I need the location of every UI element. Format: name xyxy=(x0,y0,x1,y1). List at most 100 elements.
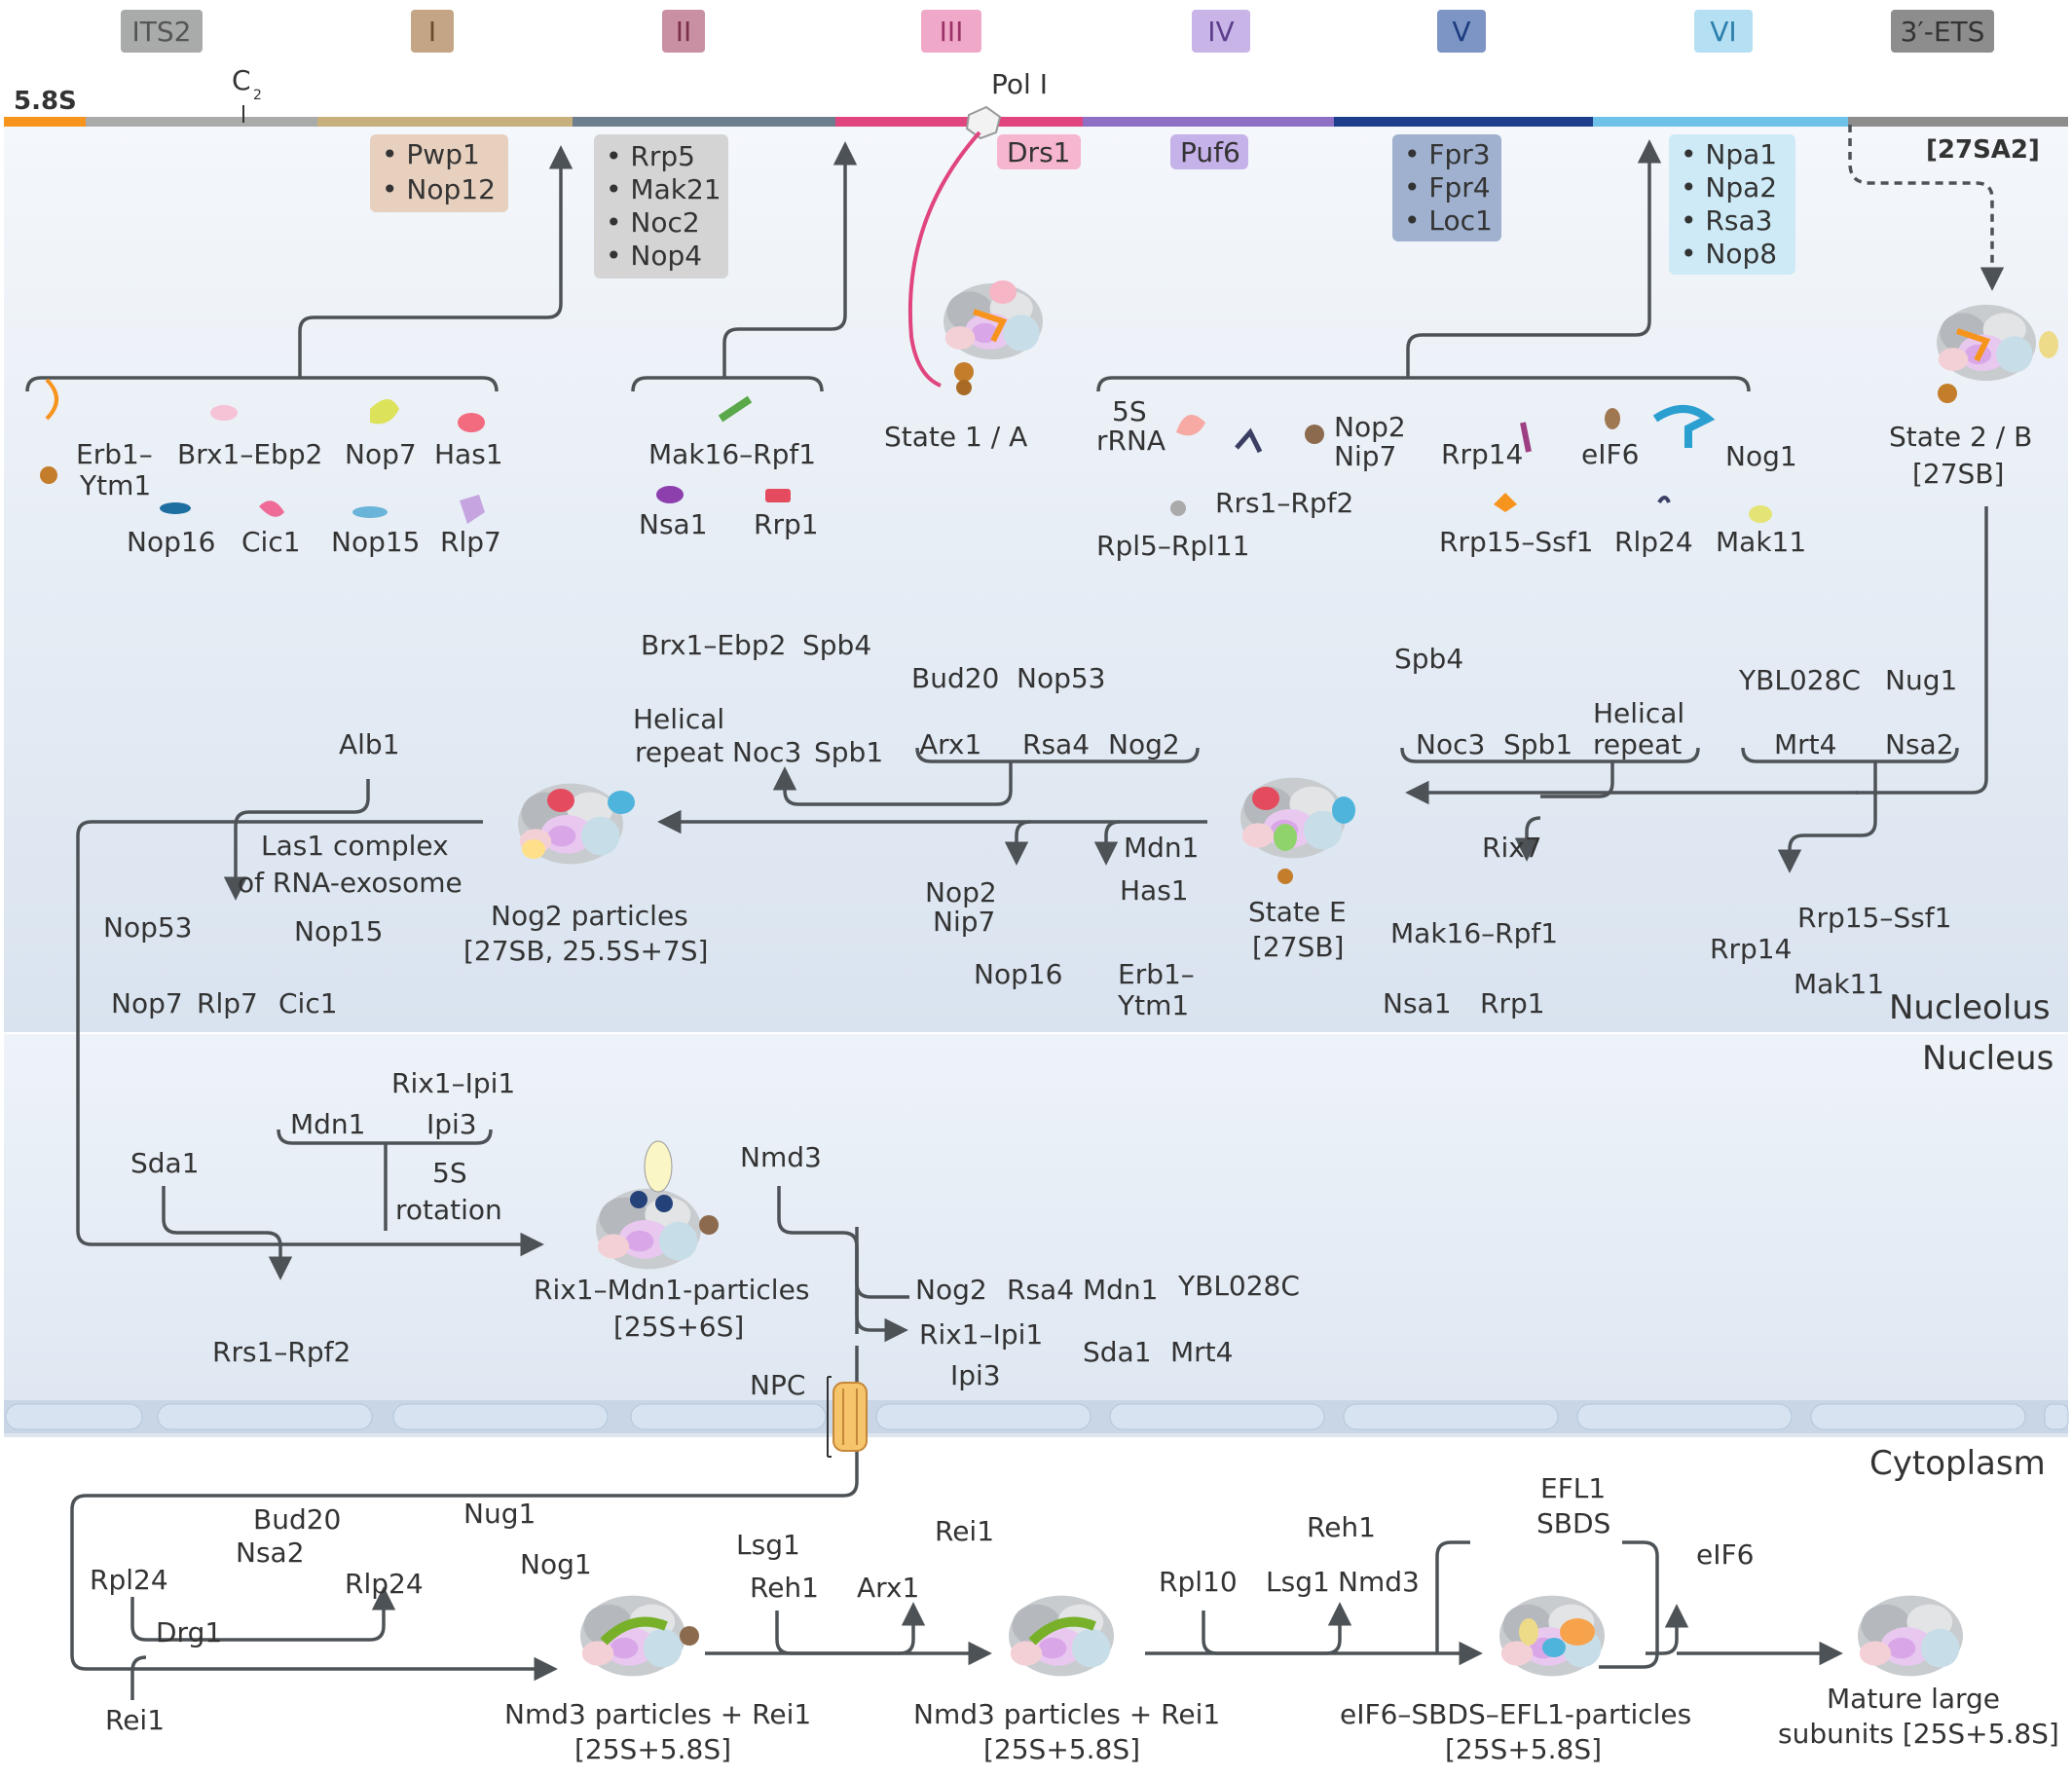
nug1c-label: Nug1 xyxy=(463,1498,536,1530)
protein-glyphs xyxy=(40,378,1772,524)
helical2-label-a: Helical xyxy=(1593,697,1684,729)
nog2p-label-a: Nog2 particles xyxy=(491,900,688,932)
state2-particle xyxy=(1937,304,2058,403)
rrna-segment xyxy=(1593,117,1848,127)
rrp15-glyph xyxy=(1494,493,1517,512)
nsa1b-label: Nsa1 xyxy=(1383,987,1452,1019)
statee-label-a: State E xyxy=(1248,896,1347,928)
mature-label-b: subunits [25S+5.8S] xyxy=(1778,1718,2059,1750)
domain-tag-label: IV xyxy=(1207,16,1234,48)
rsa4-label: Rsa4 xyxy=(1022,728,1090,760)
spb4-label: Spb4 xyxy=(802,629,871,661)
rrp14-label: Rrp14 xyxy=(1441,438,1523,470)
cytoplasm-label: Cytoplasm xyxy=(1869,1444,2046,1483)
nog1c-label: Nog1 xyxy=(520,1548,592,1580)
domain-tag-d3: III xyxy=(921,10,981,53)
pol1-label: Pol I xyxy=(991,68,1048,100)
svg-text:Drs1: Drs1 xyxy=(1007,136,1070,168)
npc-label: NPC xyxy=(750,1369,805,1401)
reh1b-label: Reh1 xyxy=(1307,1511,1376,1543)
eifp-label-a: eIF6–SBDS–EFL1-particles xyxy=(1340,1698,1691,1730)
mak11-label: Mak11 xyxy=(1716,526,1806,558)
nop16-glyph xyxy=(160,502,191,514)
las1-label-a: Las1 complex xyxy=(261,830,449,862)
nsa2c-label: Nsa2 xyxy=(236,1537,305,1569)
nip7b-label: Nip7 xyxy=(933,906,995,938)
nop15-glyph xyxy=(352,506,388,518)
nmd3-particle-2 xyxy=(1009,1595,1114,1677)
rrp14-glyph xyxy=(1520,422,1532,453)
rpl5-label: Rpl5–Rpl11 xyxy=(1096,530,1249,562)
ipi3-label: Ipi3 xyxy=(426,1108,477,1140)
mak11-glyph xyxy=(1749,505,1772,523)
mak16-glyph xyxy=(718,395,753,423)
rlp7-glyph xyxy=(460,495,485,524)
mrt4c-label: Mrt4 xyxy=(1170,1336,1233,1368)
noc3-label: Noc3 xyxy=(732,736,801,768)
nucleolus-region xyxy=(4,125,2068,1032)
eifp-label-b: [25S+5.8S] xyxy=(1445,1733,1602,1765)
rei1b-label: Rei1 xyxy=(935,1515,994,1547)
state1-label: State 1 / A xyxy=(884,421,1027,453)
rrs1b-label: Rrs1–Rpf2 xyxy=(212,1336,351,1368)
rrp1b-label: Rrp1 xyxy=(1480,987,1545,1019)
domain-tag-label: III xyxy=(940,16,964,48)
pathway-arrows xyxy=(25,125,2005,1700)
yblc-label: YBL028C xyxy=(1177,1270,1300,1302)
nsa1-label: Nsa1 xyxy=(639,508,708,540)
svg-text:• Npa2: • Npa2 xyxy=(1681,171,1777,204)
nucleolus-label: Nucleolus xyxy=(1889,988,2051,1027)
domain-tag-its2: ITS2 xyxy=(121,10,203,53)
fpr3-box: • Fpr3 • Fpr4 • Loc1 xyxy=(1392,134,1501,241)
state2-label-a: State 2 / B xyxy=(1889,421,2032,453)
nmd3p2-label-b: [25S+5.8S] xyxy=(983,1733,1140,1765)
lsg1-label: Lsg1 xyxy=(736,1529,800,1561)
helical-label-a: Helical xyxy=(633,703,724,735)
erb1-glyph xyxy=(45,378,58,421)
efl1-label: EFL1 xyxy=(1540,1472,1606,1504)
nmd3b-label: Nmd3 xyxy=(1338,1566,1420,1598)
noc3b-label: Noc3 xyxy=(1416,728,1485,760)
mak11b-label: Mak11 xyxy=(1794,968,1884,1000)
has1b-label: Has1 xyxy=(1120,874,1189,907)
rrna-segment xyxy=(317,117,573,127)
reh1-label: Reh1 xyxy=(750,1572,819,1604)
state2-label-b: [27SB] xyxy=(1912,458,2004,490)
nug1-label: Nug1 xyxy=(1885,664,1957,696)
svg-text:• Npa1: • Npa1 xyxy=(1681,138,1777,170)
has1-label: Has1 xyxy=(434,438,503,470)
drs1-box: Drs1 xyxy=(997,134,1081,169)
rrna-segment xyxy=(1334,117,1593,127)
nmd3-label: Nmd3 xyxy=(740,1141,822,1173)
las1-label-b: of RNA-exosome xyxy=(238,867,462,899)
nop2-glyph xyxy=(1305,425,1324,444)
nop7b-label: Nop7 xyxy=(111,987,183,1019)
domain-tag-d1: I xyxy=(411,10,454,53)
svg-text:• Rsa3: • Rsa3 xyxy=(1681,204,1772,237)
mdn1-label: Mdn1 xyxy=(1124,832,1200,864)
rixp-label-b: [25S+6S] xyxy=(613,1311,744,1343)
state-e-particle xyxy=(1240,777,1355,884)
domain-tag-d4: IV xyxy=(1192,10,1250,53)
rpl24-label: Rpl24 xyxy=(90,1564,168,1596)
nip7-label: Nip7 xyxy=(1334,440,1396,472)
brx1-glyph xyxy=(210,405,238,421)
domain-tag-d2: II xyxy=(662,10,705,53)
eif6-glyph xyxy=(1605,408,1620,429)
spb4b-label: Spb4 xyxy=(1394,643,1463,675)
alb1-label: Alb1 xyxy=(339,728,400,760)
rrna-segment xyxy=(1848,117,2068,127)
statee-label-b: [27SB] xyxy=(1252,931,1344,963)
svg-text:• Nop4: • Nop4 xyxy=(606,240,702,272)
ytm1-glyph xyxy=(40,466,57,484)
brx1-label: Brx1–Ebp2 xyxy=(177,438,322,470)
nog1-glyph xyxy=(1652,405,1716,448)
nsa2-label: Nsa2 xyxy=(1885,728,1954,760)
nog2-particle xyxy=(518,783,635,865)
svg-text:C: C xyxy=(232,64,251,96)
eif6-label: eIF6 xyxy=(1581,438,1639,470)
puf6-box: Puf6 xyxy=(1170,134,1248,169)
ybl-label: YBL028C xyxy=(1738,664,1861,696)
nop7-glyph xyxy=(370,399,399,425)
